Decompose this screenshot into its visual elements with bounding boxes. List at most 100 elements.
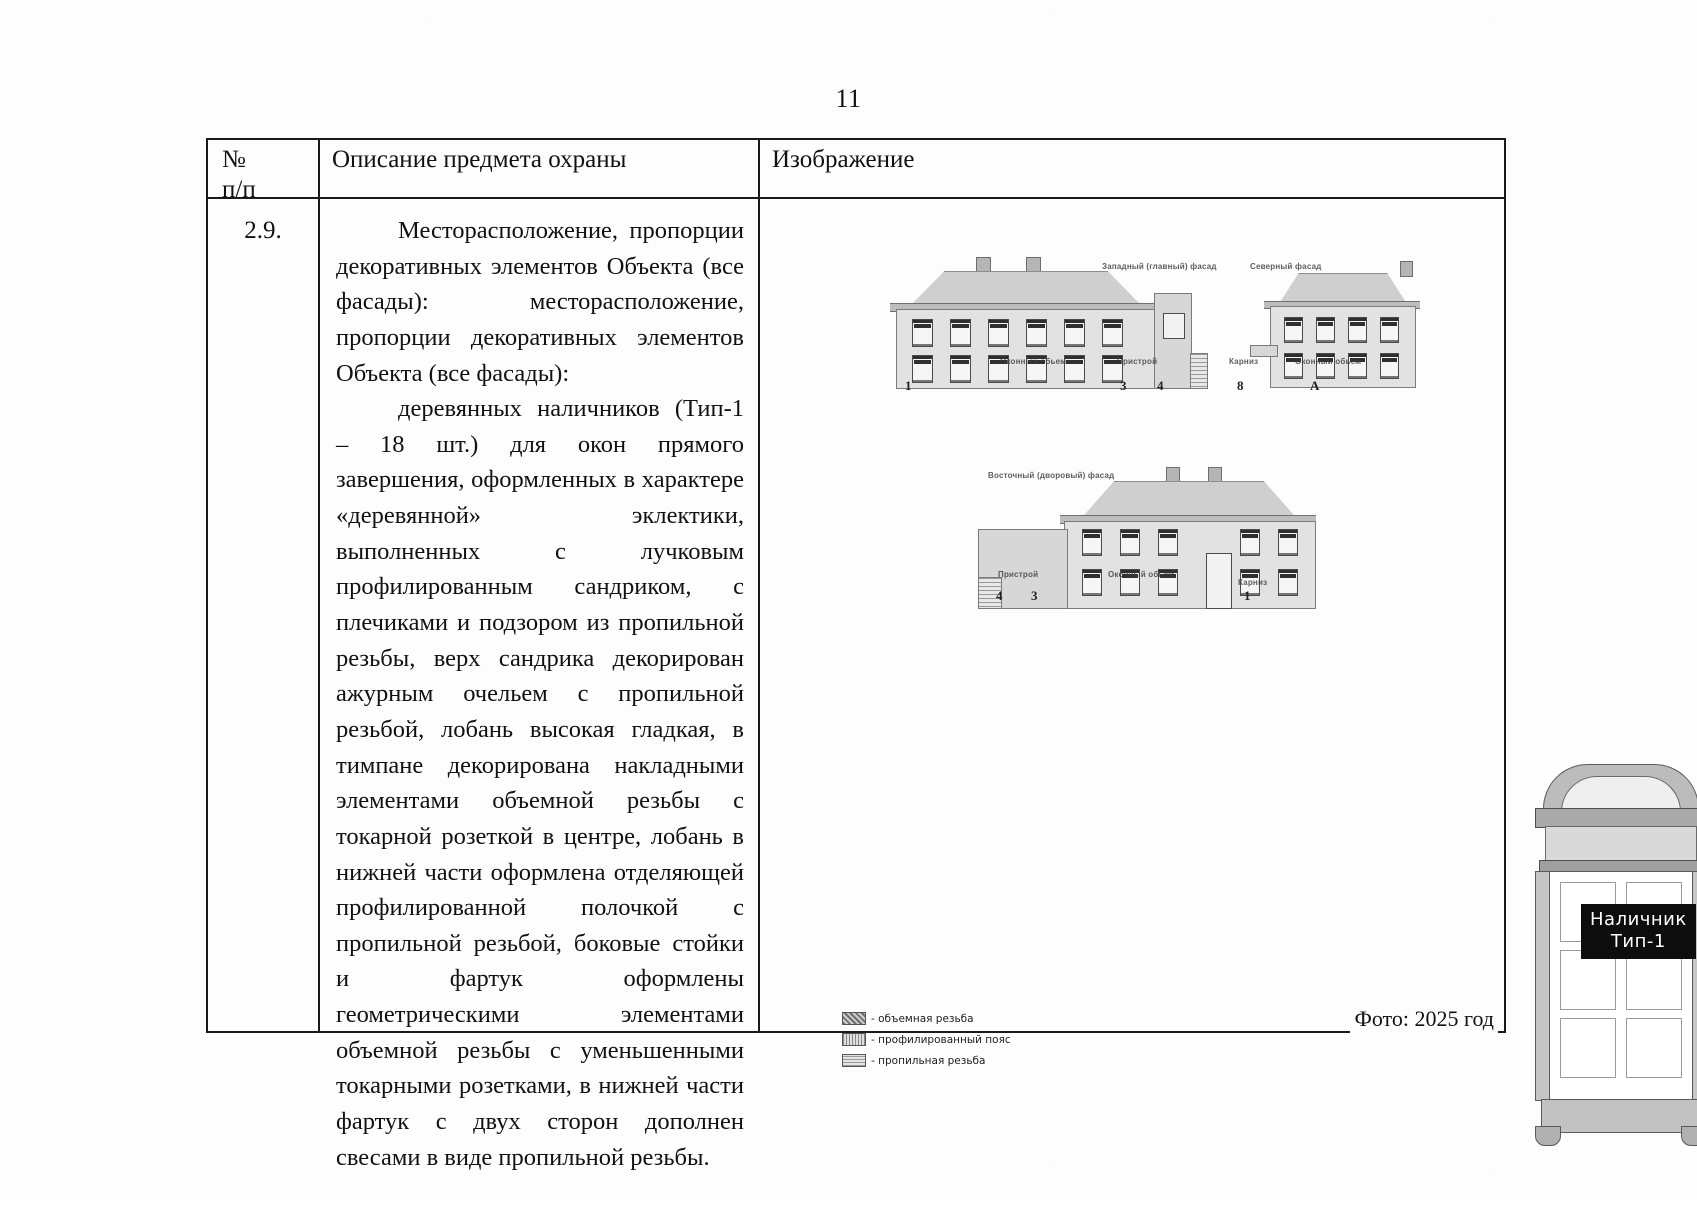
legend-swatch-volumetric-carving-icon [842, 1012, 866, 1025]
header-number-line2: п/п [222, 176, 256, 203]
label-west-facade: Западный (главный) фасад [1102, 262, 1217, 271]
window [1348, 317, 1367, 343]
elevation-west-facade [890, 257, 1208, 392]
legend-label: - профилированный пояс [871, 1033, 1011, 1046]
nalichnik-type-tag: Наличник Тип-1 [1581, 904, 1696, 959]
nalichnik-tag-line1: Наличник [1590, 909, 1687, 930]
description-text-block: Месторасположение, пропорции декоративны… [320, 199, 758, 1185]
nalichnik-loban [1545, 826, 1697, 862]
description-paragraph-1: Месторасположение, пропорции декоративны… [336, 217, 744, 387]
row-number-cell: 2.9. [208, 199, 320, 1031]
drawing-annotation: Карниз [1229, 357, 1259, 366]
table-data-row: 2.9. Месторасположение, пропорции декора… [208, 199, 1697, 1171]
roof [909, 271, 1143, 307]
drawing-annotation: Карниз [1238, 578, 1268, 587]
drawing-callout-number: 1 [1244, 588, 1251, 603]
roof [1278, 273, 1408, 305]
window [1064, 355, 1085, 383]
protection-subject-table: № п/п Описание предмета охраны Изображен… [206, 138, 1697, 1171]
window [1082, 529, 1102, 556]
window [1240, 529, 1260, 556]
window [1348, 353, 1367, 379]
page-number: 11 [835, 84, 862, 113]
window [1120, 569, 1140, 596]
entrance-door [1206, 553, 1232, 609]
stairs [978, 577, 1002, 609]
legend-item: - объемная резьба [842, 1008, 1011, 1029]
header-cell-number: № п/п [208, 140, 320, 203]
drawing-callout-number: 8 [1237, 378, 1244, 393]
drawing-callout-number: 3 [1031, 588, 1038, 603]
window [1026, 355, 1047, 383]
chimney [1400, 261, 1413, 277]
nalichnik-type1-drawing: Наличник Тип-1 [1535, 764, 1697, 1154]
drawing-callout-number: A [1310, 378, 1320, 393]
elevation-east-facade [978, 467, 1338, 617]
window [1158, 569, 1178, 596]
window [1316, 353, 1335, 379]
nalichnik-tag-line2: Тип-1 [1610, 930, 1666, 952]
window [1284, 317, 1303, 343]
row-number-value: 2.9. [244, 217, 282, 244]
annex [1154, 293, 1192, 389]
drawing-annotation: Пристрой [1117, 357, 1158, 366]
drawing-annotation: Оконный обьем [1000, 357, 1067, 366]
header-number-line1: № [222, 146, 246, 173]
annex-opening [1163, 313, 1185, 339]
roof [1080, 481, 1298, 519]
drawing-callout-number: 4 [996, 588, 1003, 603]
row-image-cell: Западный (главный) фасад Северный фасад … [760, 199, 1697, 1146]
legend-swatch-profiled-belt-icon [842, 1033, 866, 1046]
legend-swatch-sawn-carving-icon [842, 1054, 866, 1067]
nalichnik-sves-left [1535, 1126, 1561, 1146]
drawing-annotation: Оконный обьем [1108, 570, 1175, 579]
legend-item: - пропильная резьба [842, 1050, 1011, 1071]
header-description-label: Описание предмета охраны [332, 146, 627, 173]
window [1026, 319, 1047, 347]
nalichnik-sandrik [1535, 808, 1697, 828]
window [912, 355, 933, 383]
header-image-label: Изображение [772, 146, 915, 173]
glass-pane [1560, 1018, 1616, 1078]
window [950, 355, 971, 383]
window [1380, 353, 1399, 379]
window [988, 319, 1009, 347]
window [1064, 319, 1085, 347]
glass-pane [1626, 1018, 1682, 1078]
drawing-annotation: Пристрой [998, 570, 1039, 579]
window [950, 319, 971, 347]
drawing-callout-number: 3 [1120, 378, 1127, 393]
header-cell-description: Описание предмета охраны [320, 140, 760, 197]
canopy [1250, 345, 1278, 357]
legend-label: - объемная резьба [871, 1012, 974, 1025]
scan-artifact-bottom [0, 1160, 1697, 1174]
nalichnik-sves-right [1681, 1126, 1697, 1146]
glass-pane [1560, 950, 1616, 1010]
window [1102, 319, 1123, 347]
window [1158, 529, 1178, 556]
nalichnik-tympanum [1561, 776, 1681, 812]
description-paragraph-2: деревянных наличников (Тип-1 – 18 шт.) д… [336, 395, 744, 1171]
legend-label: - пропильная резьба [871, 1054, 986, 1067]
header-cell-image: Изображение [760, 140, 1504, 197]
drawing-annotation: Оконный обьем [1295, 357, 1362, 366]
label-north-facade: Северный фасад [1250, 262, 1322, 271]
drawing-callout-number: 1 [905, 378, 912, 393]
window [1120, 529, 1140, 556]
glass-pane [1626, 950, 1682, 1010]
photo-caption: Фото: 2025 год [1350, 1005, 1498, 1033]
label-east-facade: Восточный (дворовый) фасад [988, 471, 1115, 480]
legend-item: - профилированный пояс [842, 1029, 1011, 1050]
document-page: 11 № п/п Описание предмета охраны Изобра… [0, 10, 1697, 1174]
drawing-callout-number: 4 [1157, 378, 1164, 393]
image-cell-content: Западный (главный) фасад Северный фасад … [760, 199, 1697, 1146]
window [1380, 317, 1399, 343]
elevation-north-facade [1250, 261, 1430, 391]
materials-legend: - объемная резьба - профилированный пояс… [842, 1008, 1011, 1071]
scan-artifact-top [0, 10, 1697, 24]
window [1082, 569, 1102, 596]
window [988, 355, 1009, 383]
window [1316, 317, 1335, 343]
window [1102, 355, 1123, 383]
row-description-cell: Месторасположение, пропорции декоративны… [320, 199, 760, 1171]
